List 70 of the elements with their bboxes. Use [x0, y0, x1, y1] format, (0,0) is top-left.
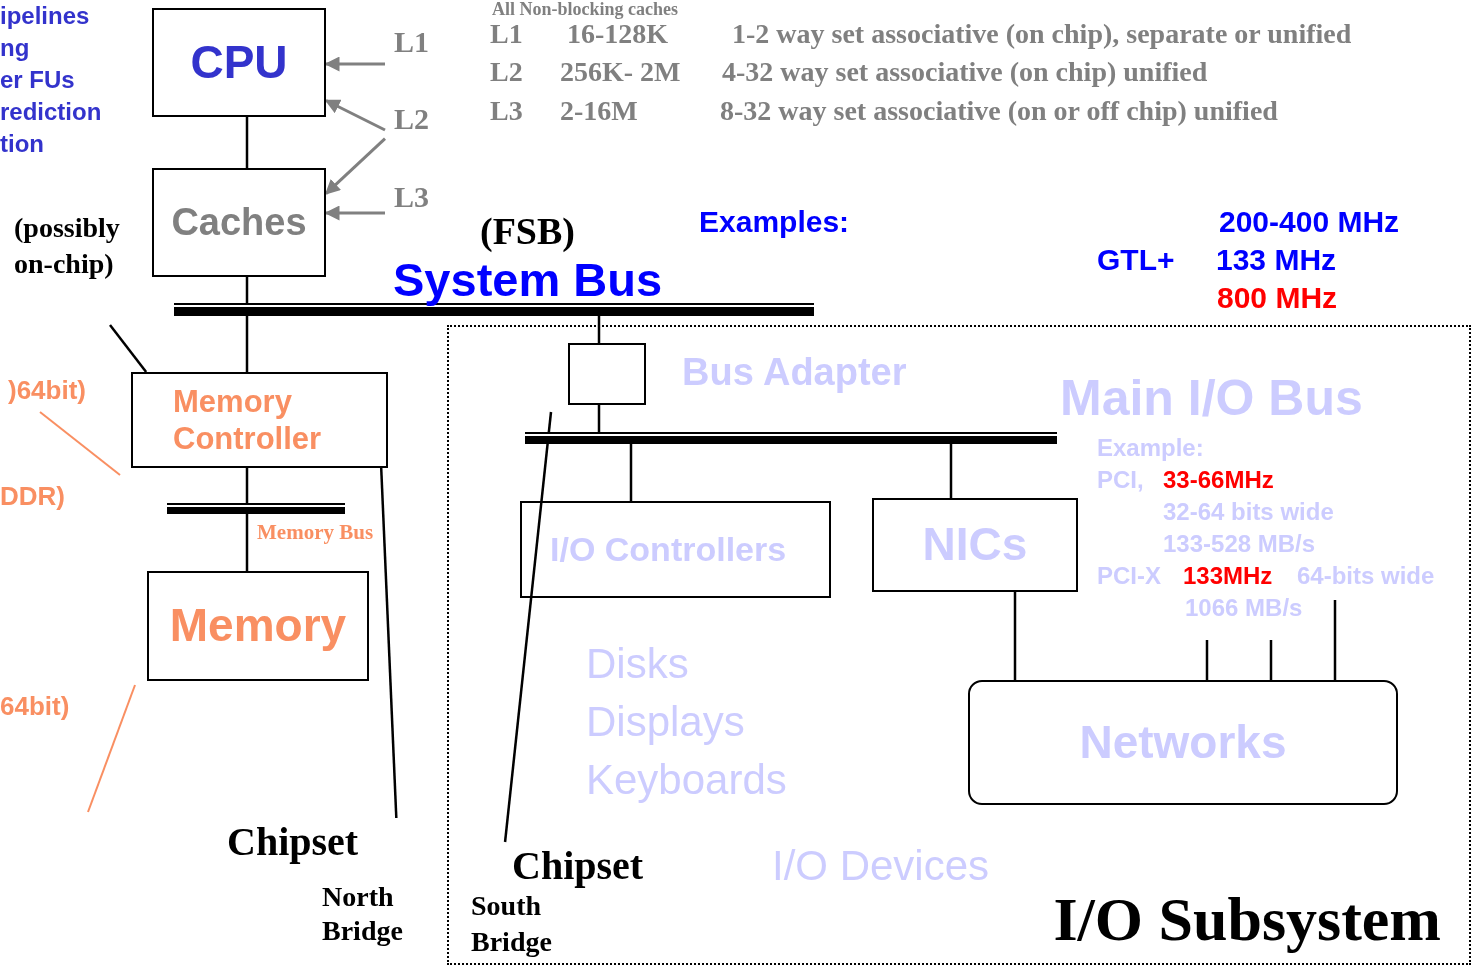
label-text: Memory Bus: [257, 520, 374, 545]
label-text: )64bit): [8, 376, 86, 406]
arrow: [324, 205, 385, 221]
label-text: 4-32 way set associative (on chip) unified: [722, 56, 1208, 89]
node-label: Memory: [169, 598, 347, 654]
leader-line: [503, 411, 553, 843]
node-label: L2: [394, 102, 429, 136]
bus-bar: [167, 503, 345, 514]
process-box: [147, 571, 369, 681]
label-text: ipelines: [0, 2, 90, 30]
label-text: 2-16M: [560, 95, 638, 128]
label-text: Examples:: [699, 205, 850, 240]
node-label: North Bridge: [322, 880, 404, 948]
label-text: 33-66MHz: [1163, 466, 1274, 494]
label-text: er FUs: [0, 66, 75, 94]
node-label: L1: [394, 25, 429, 59]
connector-line: [245, 277, 249, 303]
process-box: [968, 680, 1398, 805]
label-text: 200-400 MHz: [1219, 205, 1400, 240]
connector-line: [1013, 592, 1017, 680]
label-text: rediction: [0, 98, 102, 126]
arrow: [324, 99, 386, 132]
leader-line: [1333, 600, 1337, 680]
label-text: 133MHz: [1183, 562, 1273, 590]
connector-line: [245, 117, 249, 168]
connector-line: [245, 468, 249, 503]
connector-line: [597, 316, 601, 343]
node-label: Memory Controller: [173, 382, 323, 458]
label-text: DDR): [0, 482, 65, 512]
connector-line: [245, 316, 249, 372]
leader-line: [1205, 640, 1209, 680]
label-text: L3: [490, 95, 523, 128]
node-label: Chipset: [512, 842, 644, 889]
label-text: 800 MHz: [1217, 281, 1338, 316]
label-text: 16-128K: [567, 18, 669, 51]
leader-line: [1269, 640, 1273, 680]
label-text: 256K- 2M: [560, 56, 681, 89]
node-label: Caches: [171, 199, 307, 245]
dotted-region: [447, 325, 1471, 965]
process-box: [872, 498, 1078, 592]
node-label: South Bridge: [471, 889, 553, 960]
region-title: I/O Subsystem: [1053, 884, 1441, 955]
label-text: All Non-blocking caches: [492, 0, 678, 20]
side-label: (possibly on-chip): [14, 211, 121, 282]
connector-line: [245, 514, 249, 571]
label-text: 1-2 way set associative (on chip), separate or unified: [732, 18, 1352, 51]
bus-bar: [525, 432, 1057, 444]
label-text: L2: [490, 56, 523, 89]
node-label: CPU: [190, 34, 288, 90]
label-text: 133 MHz: [1216, 243, 1337, 278]
label-text: tion: [0, 130, 44, 158]
process-box: [152, 8, 326, 117]
label-text: System Bus: [393, 253, 663, 308]
node-label: L3: [394, 180, 429, 214]
process-box: [131, 372, 388, 468]
arrow: [324, 56, 385, 72]
label-text: (FSB): [480, 210, 575, 254]
arrow: [324, 137, 387, 195]
connector-line: [949, 444, 953, 498]
label-text: GTL+: [1097, 243, 1175, 278]
label-text: L1: [490, 18, 523, 51]
label-text: 8-32 way set associative (on or off chip) unified: [720, 95, 1278, 128]
label-text: 64bit): [0, 692, 70, 722]
connector-line: [597, 405, 601, 432]
leader-line: [109, 324, 148, 373]
node-label: Chipset: [227, 818, 359, 865]
process-box: [520, 501, 831, 598]
label-text: ng: [0, 34, 30, 62]
connector-line: [629, 444, 633, 501]
leader-line: [379, 467, 398, 819]
